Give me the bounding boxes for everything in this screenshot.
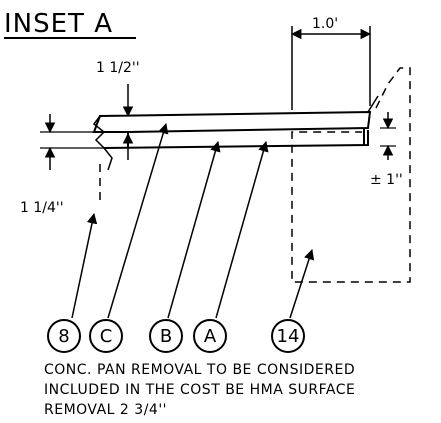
leader-a	[215, 140, 269, 319]
callout-8: 8	[47, 319, 81, 353]
callout-c: C	[89, 319, 123, 353]
leader-14	[289, 249, 315, 319]
callout-14: 14	[271, 319, 305, 353]
note-line-1: CONC. PAN REMOVAL TO BE CONSIDERED	[44, 362, 355, 378]
inset-title: INSET A	[4, 9, 113, 39]
callout-c-label: C	[100, 326, 113, 347]
callout-b: B	[149, 319, 183, 353]
callout-b-label: B	[160, 326, 172, 347]
leader-c	[107, 122, 169, 319]
leader-b	[167, 140, 221, 319]
dim-lower-thickness: 1 1/4''	[20, 200, 64, 216]
leader-8	[71, 212, 98, 319]
left-break-line	[92, 115, 113, 171]
dim-top-width: 1.0'	[312, 16, 338, 32]
right-edge	[367, 95, 379, 113]
note-line-2: INCLUDED IN THE COST BE HMA SURFACE	[44, 382, 355, 398]
callout-14-label: 14	[277, 326, 300, 347]
note-line-3: REMOVAL 2 3/4''	[44, 402, 167, 418]
dim-upper-thickness: 1 1/2''	[96, 60, 140, 76]
right-dashed-break	[291, 67, 411, 283]
dim-right-offset: ± 1''	[370, 172, 403, 188]
callout-a: A	[193, 319, 227, 353]
upper-layer-outline	[92, 110, 372, 133]
callout-a-label: A	[204, 326, 217, 347]
callout-8-label: 8	[58, 326, 69, 347]
